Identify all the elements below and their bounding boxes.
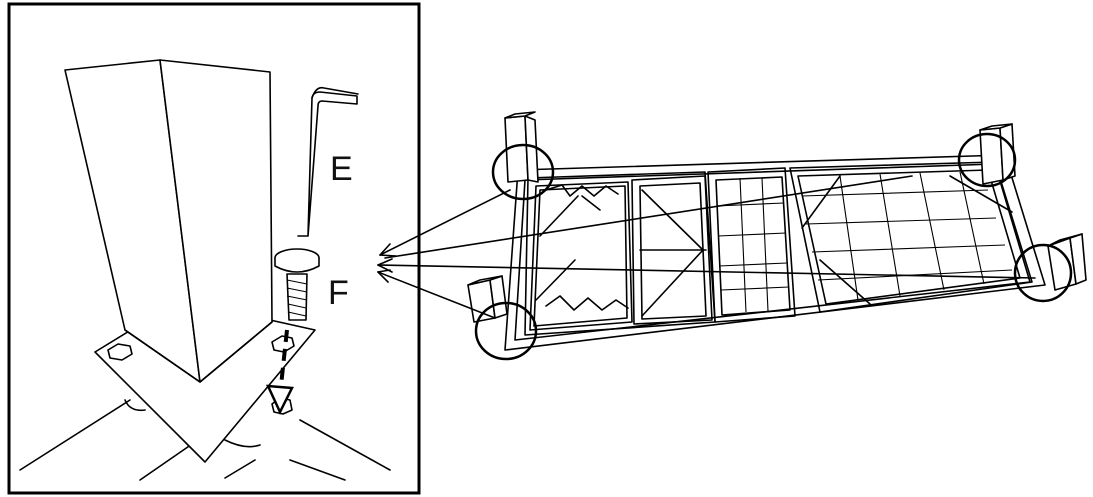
detail-panel: E F [7, 2, 421, 495]
allen-wrench-icon [297, 86, 359, 237]
hex-key-label: E [330, 150, 353, 188]
corner-highlight-bottom-right [1013, 243, 1073, 303]
hex-bolt-icon [274, 248, 320, 321]
plate-hole-right [271, 335, 295, 353]
right-panel-grid [789, 161, 1033, 313]
insertion-arrow [265, 329, 294, 415]
corner-highlight-top-right [957, 132, 1017, 188]
plate-hole-left [107, 343, 133, 361]
corner-highlight-top-left [491, 143, 555, 201]
callout-pointers [377, 175, 1036, 319]
frame-leg-top-left [504, 111, 539, 183]
corner-highlight-bottom-left [474, 301, 538, 361]
bolt-label: F [328, 274, 349, 312]
base-frame-legs [19, 399, 391, 481]
table-frame-overview [467, 111, 1087, 361]
square-leg-post [64, 59, 273, 383]
frame-leg-bottom-right [1047, 233, 1087, 291]
